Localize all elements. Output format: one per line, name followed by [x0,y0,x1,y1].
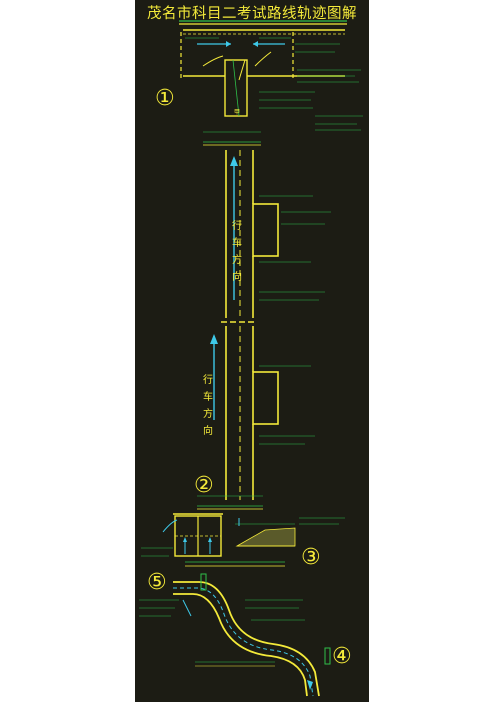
page-title: 茂名市科目二考试路线轨迹图解 [147,6,357,22]
title-underline [179,20,347,25]
marker-5: ⑤ [147,570,167,595]
marker-4: ④ [332,644,352,669]
direction-label-upper: 行车方向 [232,221,242,283]
marker-1: ① [155,86,175,111]
direction-label-lower: 行车方向 [203,375,213,437]
hill-start-section [197,150,331,510]
marker-3: ③ [301,545,321,570]
s-curve-section [139,573,331,697]
side-parking-section [141,513,345,567]
track-diagram: 茂名市科目二考试路线轨迹图解 甲 [135,0,369,702]
reverse-parking-section: 甲 [180,29,363,146]
diagram-graphics: 甲 [139,20,363,697]
marker-2: ② [194,473,214,498]
svg-text:甲: 甲 [234,109,240,116]
